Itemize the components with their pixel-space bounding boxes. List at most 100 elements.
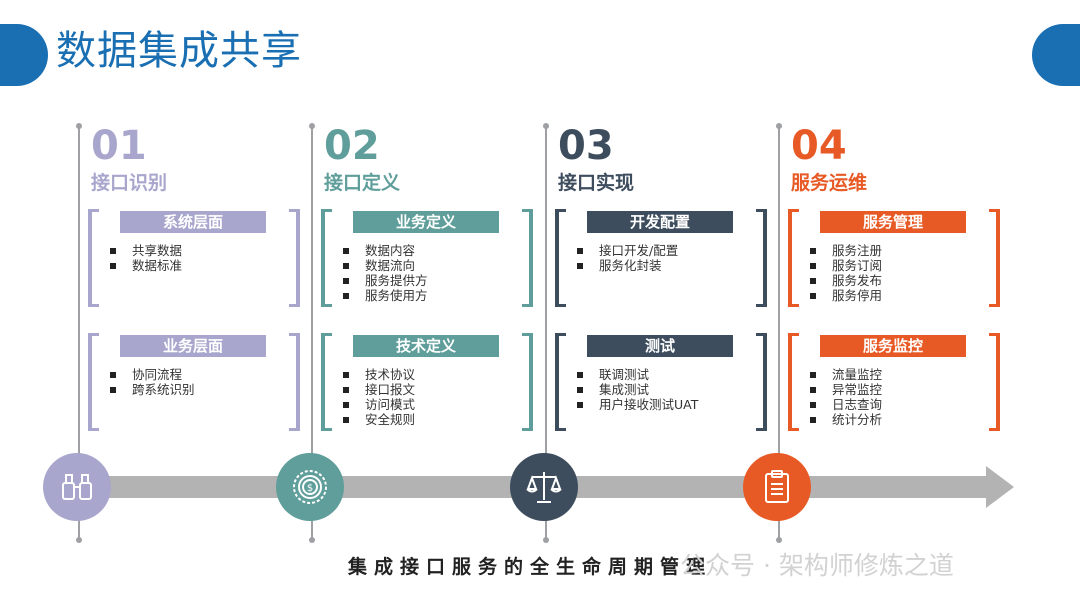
bullet-square — [343, 371, 349, 378]
divider-dot — [776, 537, 782, 543]
bullet-square — [343, 262, 349, 269]
stage-box: 业务定义数据内容数据流向服务提供方服务使用方 — [321, 209, 533, 307]
box-list: 技术协议接口报文访问模式安全规则 — [343, 367, 415, 427]
stage-name: 服务运维 — [791, 172, 868, 194]
list-item-text: 服务注册 — [832, 243, 883, 258]
box-header: 业务层面 — [120, 335, 266, 357]
stage-box: 开发配置接口开发/配置服务化封装 — [555, 209, 767, 307]
list-item: 服务订阅 — [810, 258, 882, 273]
bullet-square — [810, 277, 816, 284]
box-list: 联调测试集成测试用户接收测试UAT — [577, 367, 698, 412]
bullet-square — [577, 247, 583, 254]
stage-name: 接口实现 — [558, 172, 635, 194]
box-list: 数据内容数据流向服务提供方服务使用方 — [343, 243, 428, 303]
list-item-text: 统计分析 — [832, 412, 883, 427]
bracket-left — [555, 209, 566, 307]
list-item-text: 服务发布 — [832, 273, 883, 288]
bullet-square — [343, 401, 349, 408]
list-item: 服务发布 — [810, 273, 882, 288]
stage-icon-circle — [510, 453, 578, 521]
list-item-text: 安全规则 — [365, 412, 416, 427]
stage-box: 服务监控流量监控异常监控日志查询统计分析 — [788, 333, 1000, 431]
stage-box: 业务层面协同流程跨系统识别 — [88, 333, 300, 431]
stage-divider-line — [309, 123, 315, 543]
box-list: 接口开发/配置服务化封装 — [577, 243, 678, 273]
list-item: 服务注册 — [810, 243, 882, 258]
list-item-text: 服务停用 — [832, 288, 883, 303]
stage-divider-line — [543, 123, 549, 543]
bullet-square — [810, 292, 816, 299]
bullet-square — [110, 371, 116, 378]
list-item: 集成测试 — [577, 382, 698, 397]
list-item-text: 共享数据 — [132, 243, 183, 258]
bullet-square — [343, 386, 349, 393]
bracket-left — [788, 209, 799, 307]
list-item-text: 数据标准 — [132, 258, 183, 273]
bracket-left — [788, 333, 799, 431]
bullet-square — [810, 416, 816, 423]
svg-text:$: $ — [307, 483, 313, 494]
list-item-text: 协同流程 — [132, 367, 183, 382]
list-item-text: 跨系统识别 — [132, 382, 195, 397]
box-header: 测试 — [587, 335, 733, 357]
bracket-left — [88, 333, 99, 431]
list-item-text: 服务提供方 — [365, 273, 428, 288]
list-item: 服务使用方 — [343, 288, 428, 303]
bullet-square — [810, 247, 816, 254]
stage-box: 服务管理服务注册服务订阅服务发布服务停用 — [788, 209, 1000, 307]
bullet-square — [110, 247, 116, 254]
bullet-square — [577, 371, 583, 378]
divider-dot — [543, 123, 549, 129]
list-item: 安全规则 — [343, 412, 415, 427]
list-item-text: 异常监控 — [832, 382, 883, 397]
stage-icon-circle — [743, 453, 811, 521]
stage-divider-line — [776, 123, 782, 543]
list-item-text: 接口报文 — [365, 382, 416, 397]
list-item-text: 服务化封装 — [599, 258, 662, 273]
list-item: 跨系统识别 — [110, 382, 195, 397]
stage-box: 系统层面共享数据数据标准 — [88, 209, 300, 307]
list-item-text: 集成测试 — [599, 382, 650, 397]
stage-name: 接口识别 — [91, 172, 168, 194]
bracket-right — [522, 333, 533, 431]
box-header: 开发配置 — [587, 211, 733, 233]
bullet-square — [343, 247, 349, 254]
box-list: 共享数据数据标准 — [110, 243, 182, 273]
box-header: 系统层面 — [120, 211, 266, 233]
divider-dot — [76, 537, 82, 543]
watermark: 公众号 · 架构师修炼之道 — [680, 551, 954, 580]
box-list: 流量监控异常监控日志查询统计分析 — [810, 367, 882, 427]
box-list: 协同流程跨系统识别 — [110, 367, 195, 397]
bracket-left — [321, 333, 332, 431]
divider-dot — [543, 537, 549, 543]
list-item: 数据流向 — [343, 258, 428, 273]
stage-icon-circle — [43, 453, 111, 521]
list-item-text: 服务订阅 — [832, 258, 883, 273]
stage-icon-circle: $ — [276, 453, 344, 521]
list-item: 异常监控 — [810, 382, 882, 397]
list-item-text: 联调测试 — [599, 367, 650, 382]
bracket-right — [522, 209, 533, 307]
list-item: 共享数据 — [110, 243, 182, 258]
footer-caption: 集成接口服务的全生命周期管理 — [348, 556, 713, 578]
list-item-text: 接口开发/配置 — [599, 243, 679, 258]
list-item: 数据内容 — [343, 243, 428, 258]
bracket-right — [989, 333, 1000, 431]
list-item: 服务停用 — [810, 288, 882, 303]
bullet-square — [577, 262, 583, 269]
box-header: 业务定义 — [353, 211, 499, 233]
list-item: 数据标准 — [110, 258, 182, 273]
title-accent-left — [0, 24, 48, 86]
stage-name: 接口定义 — [324, 172, 401, 194]
list-item: 统计分析 — [810, 412, 882, 427]
list-item: 接口报文 — [343, 382, 415, 397]
stage-number: 04 — [791, 123, 847, 169]
list-item: 流量监控 — [810, 367, 882, 382]
bullet-square — [577, 401, 583, 408]
list-item-text: 用户接收测试UAT — [599, 397, 699, 412]
bracket-right — [756, 333, 767, 431]
list-item-text: 服务使用方 — [365, 288, 428, 303]
bullet-square — [110, 262, 116, 269]
list-item-text: 数据内容 — [365, 243, 416, 258]
list-item-text: 日志查询 — [832, 397, 883, 412]
